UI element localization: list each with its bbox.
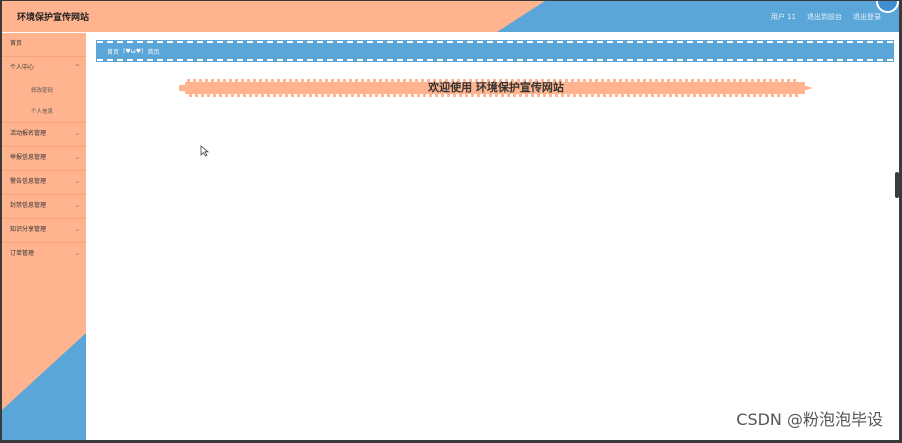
chevron-down-icon: ⌄ [74,226,80,233]
sidebar-item-label: 封禁信息管理 [10,202,47,209]
breadcrumb-separator: (♥ω♥) [123,47,144,55]
header-links: 用户 11 退出到前台 退出登录 [771,12,881,22]
sidebar-item-personal-center[interactable]: 个人中心 ^ [2,57,86,81]
sidebar-item-label: 举报信息管理 [10,154,47,161]
sidebar-subitem-label: 个人信息 [31,109,54,115]
sidebar: 首页 个人中心 ^ 修改密码 个人信息 活动报名管理 ⌄ 举报信息管理 ⌄ 警告… [2,33,86,440]
chevron-down-icon: ⌄ [74,178,80,185]
mouse-cursor-icon [200,145,209,157]
sidebar-subitem-change-password[interactable]: 修改密码 [2,81,86,102]
site-title: 环境保护宣传网站 [17,13,90,23]
chevron-down-icon: ⌄ [74,130,80,137]
sidebar-item-report-info[interactable]: 举报信息管理 ⌄ [2,147,86,171]
sidebar-background [2,33,86,440]
breadcrumb: 首页 (♥ω♥) 首页 [96,40,894,62]
scrollbar-thumb[interactable] [895,172,899,198]
current-user-label: 用户 11 [770,13,796,21]
sidebar-item-label: 个人中心 [10,64,35,71]
chevron-up-icon: ^ [74,64,80,71]
sidebar-item-knowledge-sharing[interactable]: 知识分享管理 ⌄ [2,219,86,243]
sidebar-item-label: 警告信息管理 [10,178,47,185]
breadcrumb-home-link[interactable]: 首页 [107,48,120,56]
sidebar-item-home[interactable]: 首页 [2,33,86,57]
sidebar-menu: 首页 个人中心 ^ 修改密码 个人信息 活动报名管理 ⌄ 举报信息管理 ⌄ 警告… [2,33,86,267]
exit-to-frontend-link[interactable]: 退出到前台 [807,13,842,21]
sidebar-item-label: 订单管理 [10,250,35,257]
sidebar-item-warning-info[interactable]: 警告信息管理 ⌄ [2,171,86,195]
chevron-down-icon: ⌄ [74,154,80,161]
sidebar-item-label: 首页 [10,40,23,47]
header-background [2,1,899,32]
sidebar-item-ban-info[interactable]: 封禁信息管理 ⌄ [2,195,86,219]
sidebar-item-activity-registration[interactable]: 活动报名管理 ⌄ [2,123,86,147]
sidebar-subitem-label: 修改密码 [31,88,54,94]
welcome-banner: 欢迎使用 环境保护宣传网站 [179,79,813,97]
sidebar-item-label: 知识分享管理 [10,226,47,233]
top-header: 环境保护宣传网站 用户 11 退出到前台 退出登录 [2,1,899,32]
logout-link[interactable]: 退出登录 [853,13,881,21]
welcome-ribbon [179,79,813,97]
sidebar-subitem-personal-info[interactable]: 个人信息 [2,102,86,123]
chevron-down-icon: ⌄ [74,202,80,209]
welcome-title: 欢迎使用 环境保护宣传网站 [428,81,564,94]
watermark: CSDN @粉泡泡毕设 [736,410,883,429]
breadcrumb-current: 首页 [147,48,160,56]
chevron-down-icon: ⌄ [74,250,80,257]
sidebar-item-label: 活动报名管理 [10,130,47,137]
sidebar-item-orders[interactable]: 订单管理 ⌄ [2,243,86,267]
main-content: 首页 (♥ω♥) 首页 欢迎使用 环境保护宣传网站 [86,33,899,440]
